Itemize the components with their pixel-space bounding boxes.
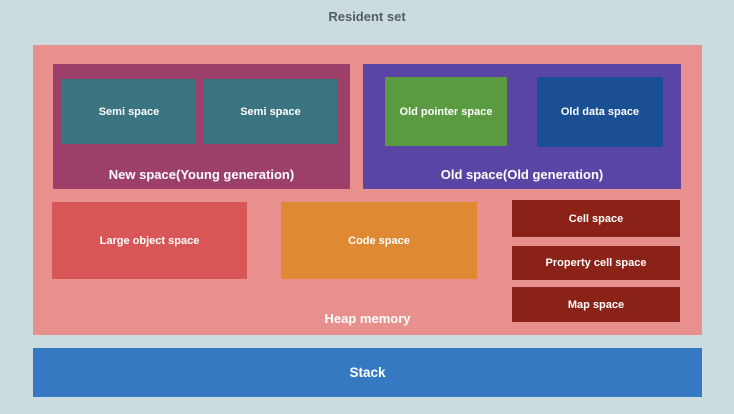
semi-space-box-2: Semi space <box>204 79 337 144</box>
large-object-space-label: Large object space <box>99 234 200 247</box>
old-space-region: Old pointer space Old data space Old spa… <box>363 64 681 189</box>
heap-memory-region: Semi space Semi space New space(Young ge… <box>33 45 702 335</box>
old-pointer-space-box: Old pointer space <box>385 77 507 146</box>
semi-space-label-1: Semi space <box>98 105 160 118</box>
new-space-region: Semi space Semi space New space(Young ge… <box>53 64 350 189</box>
stack-label: Stack <box>349 365 386 380</box>
cell-space-box: Cell space <box>512 200 680 237</box>
heap-memory-label: Heap memory <box>324 311 411 326</box>
semi-space-label-2: Semi space <box>240 105 301 118</box>
code-space-box: Code space <box>281 202 477 279</box>
resident-set-title: Resident set <box>328 9 406 24</box>
code-space-label: Code space <box>348 234 410 247</box>
property-cell-space-label: Property cell space <box>545 257 647 269</box>
large-object-space-box: Large object space <box>52 202 247 279</box>
old-pointer-space-label: Old pointer space <box>399 105 493 118</box>
new-space-label: New space(Young generation) <box>108 167 295 182</box>
old-space-label: Old space(Old generation) <box>440 167 604 182</box>
cell-space-label: Cell space <box>568 212 624 225</box>
property-cell-space-box: Property cell space <box>512 246 680 280</box>
semi-space-box-1: Semi space <box>62 79 196 144</box>
old-data-space-label: Old data space <box>560 106 640 118</box>
old-data-space-box: Old data space <box>537 77 663 147</box>
map-space-box: Map space <box>512 287 680 322</box>
map-space-label: Map space <box>567 298 625 311</box>
stack-region: Stack <box>33 348 702 397</box>
